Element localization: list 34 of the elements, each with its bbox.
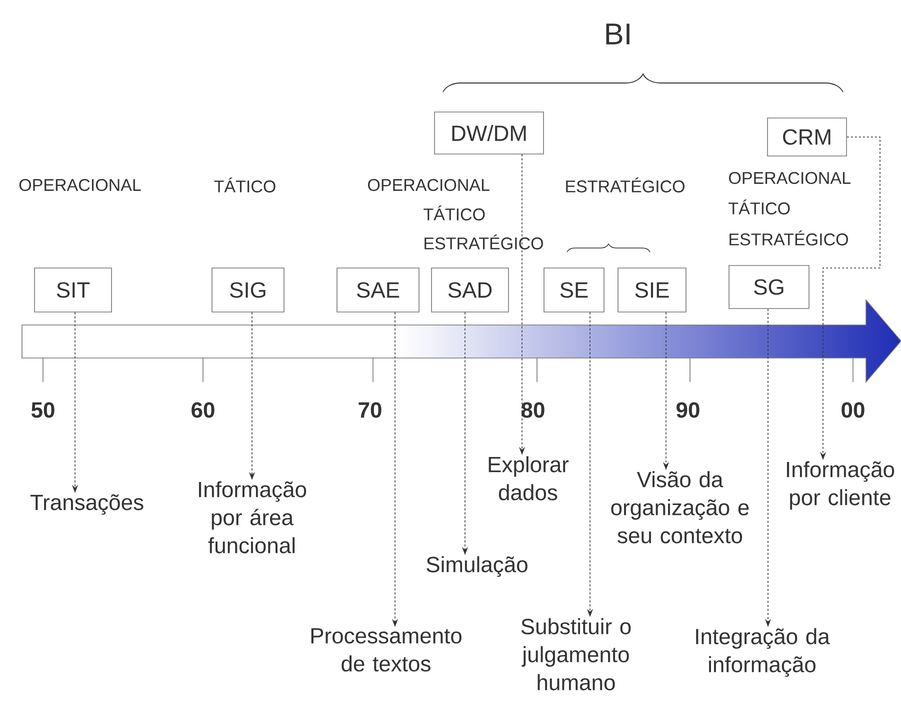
level-label: ESTRATÉGICO: [424, 234, 543, 250]
level-label: OPERACIONAL: [368, 178, 490, 192]
year-label: 90: [676, 402, 700, 418]
description-text: Processamento de textos: [311, 628, 462, 672]
system-box: SAD: [431, 268, 509, 312]
system-box: SIE: [618, 268, 686, 312]
system-box: SIG: [212, 268, 284, 312]
system-box: SE: [544, 268, 604, 312]
level-label: OPERACIONAL: [19, 178, 141, 192]
description-text: Substituir o julgamento humano: [521, 618, 631, 690]
year-label: 50: [31, 402, 54, 418]
system-box: SG: [728, 265, 810, 309]
description-text: Informação por área funcional: [199, 481, 306, 554]
level-label: TÁTICO: [424, 206, 485, 220]
description-text: Explorar dados: [488, 456, 569, 500]
system-box: DW/DM: [434, 112, 544, 154]
level-label: ESTRATÉGICO: [566, 178, 684, 192]
title-label: BI: [606, 24, 630, 44]
description-text: Simulação: [426, 556, 528, 577]
year-label: 80: [521, 402, 544, 418]
level-label: OPERACIONAL: [729, 172, 850, 184]
year-label: 60: [192, 402, 214, 418]
year-label: 00: [842, 402, 864, 418]
level-label: TÁTICO: [728, 200, 790, 214]
level-label: TÁTICO: [214, 178, 276, 192]
description-text: Integração da informação: [696, 628, 830, 677]
level-label: ESTRATÉGICO: [730, 230, 848, 246]
system-box: SIT: [34, 268, 112, 312]
description-text: Transações: [30, 494, 144, 515]
year-label: 70: [358, 402, 382, 418]
system-box: CRM: [767, 118, 847, 156]
description-text: Informação por cliente: [787, 461, 894, 510]
description-text: Visão da organização e seu contexto: [611, 471, 749, 544]
system-box: SAE: [336, 268, 420, 312]
